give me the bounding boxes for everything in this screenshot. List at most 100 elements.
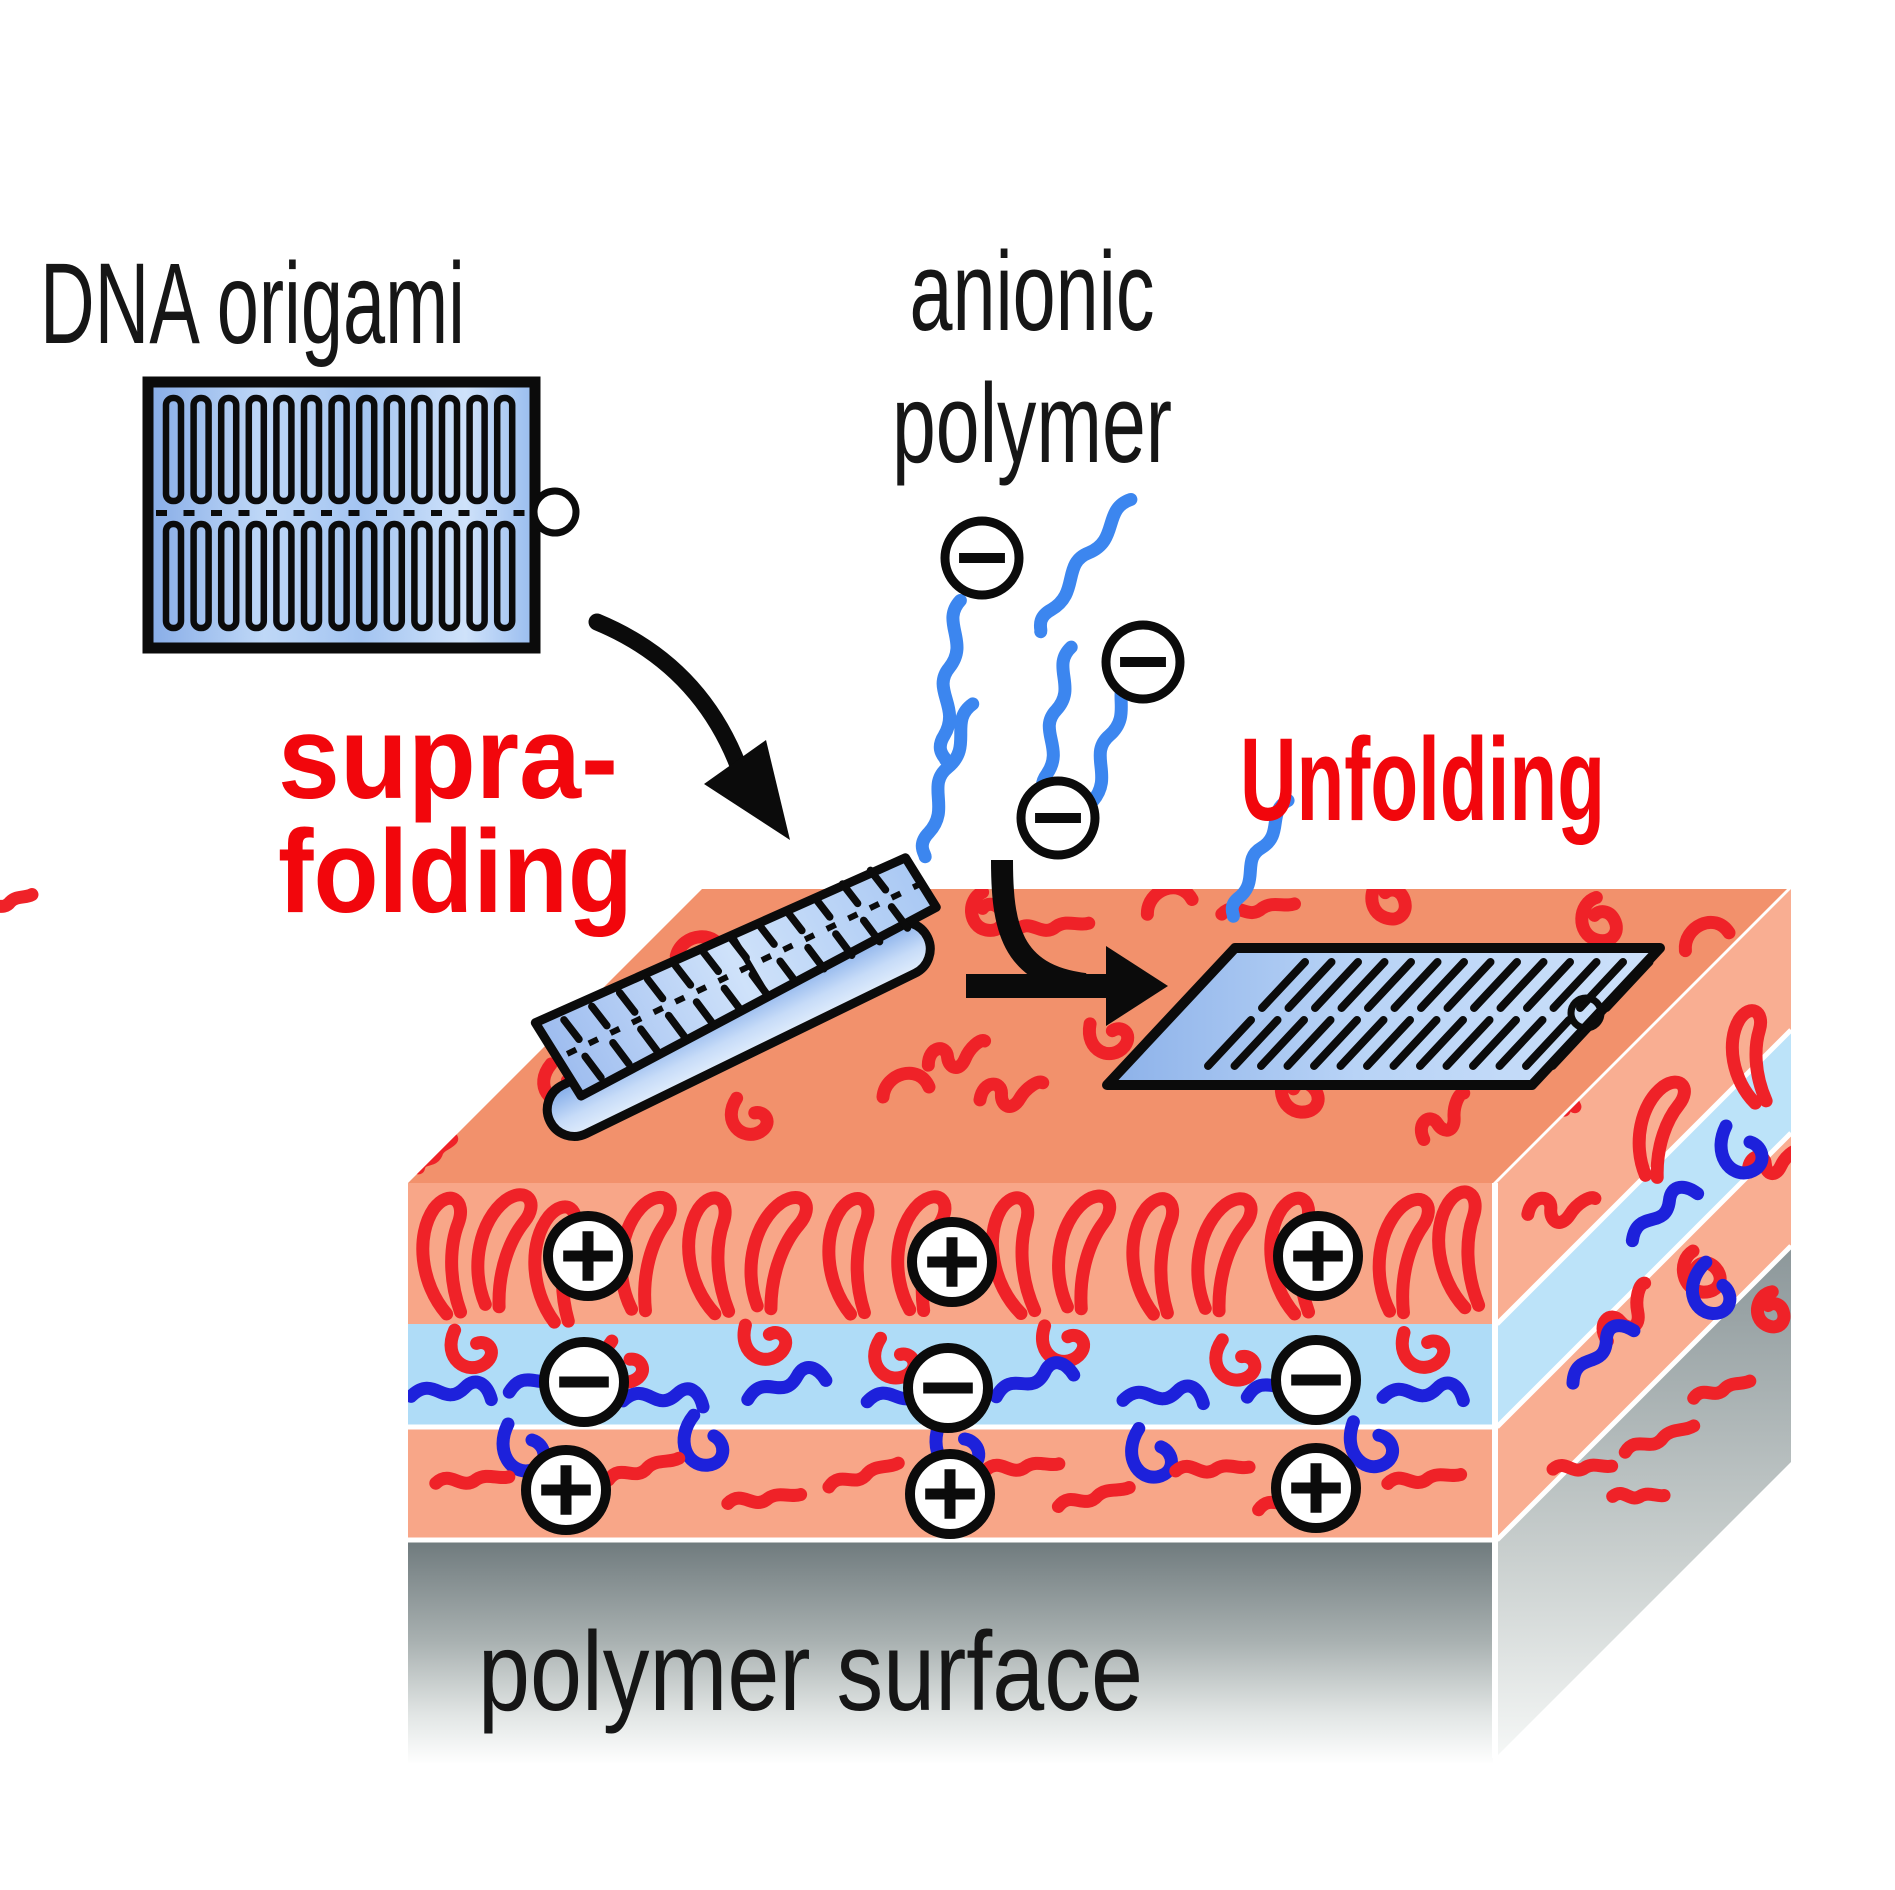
helix-hatch-line	[1602, 958, 1654, 1012]
red-polymer-squiggle	[444, 1323, 498, 1375]
folded-origami-seam	[565, 882, 920, 1057]
folded-helix-slot	[609, 1038, 633, 1068]
folded-helix-slot	[776, 957, 800, 987]
red-polymer-squiggle	[822, 1192, 875, 1321]
red-polymer-squiggle	[737, 1318, 793, 1366]
helix-hatch-line	[1442, 1016, 1494, 1070]
red-polymer-squiggle	[602, 1451, 686, 1487]
helix-slot	[383, 394, 406, 505]
folded-helix-slot	[859, 916, 884, 946]
red-polymer-squiggle	[1606, 1487, 1671, 1505]
free-anion-symbols	[940, 516, 1185, 860]
helix-hatch-line	[1363, 1016, 1414, 1070]
red-polymer-squiggle	[1546, 1458, 1619, 1477]
red-polymer-squiggle	[1632, 1075, 1691, 1184]
helix-slot	[438, 394, 461, 505]
red-polymer-squiggle	[1618, 1419, 1701, 1459]
red-polymer-squiggle	[1191, 1192, 1258, 1318]
anionic-polymer-label-line2: polymer	[892, 361, 1172, 486]
helix-hatch-line	[1258, 958, 1309, 1012]
red-polymer-squiggle	[1126, 1192, 1180, 1321]
red-polymer-squiggle	[1052, 1189, 1117, 1316]
red-polymer-squiggle	[1036, 1319, 1091, 1368]
folded-helix-slot	[783, 907, 806, 935]
helix-slot	[355, 394, 378, 505]
folded-helix-slot	[720, 984, 745, 1014]
folded-helix-slot	[643, 975, 667, 1003]
helix-slot	[245, 394, 268, 505]
red-polymer-squiggle	[1365, 889, 1412, 926]
folded-helix-slot	[748, 971, 772, 1000]
side-gap-line	[1495, 1244, 1793, 1542]
folded-helix-slot	[671, 961, 695, 989]
helix-slot	[328, 520, 350, 632]
helix-slot	[273, 520, 295, 632]
helix-slot	[273, 394, 295, 505]
red-polymer-squiggle	[1395, 1326, 1451, 1374]
blue-polymer-squiggle	[1625, 1180, 1705, 1248]
red-polymer-squiggle	[482, 988, 539, 1031]
helix-hatch-line	[1443, 958, 1495, 1012]
negative-charge-icon	[1271, 1335, 1361, 1425]
blue-polymer-squiggle	[408, 1375, 498, 1407]
suprafolding-arrow-shaft	[588, 613, 754, 794]
dna-origami-label: DNA origami	[40, 240, 465, 368]
folded-helix-slot	[866, 866, 890, 894]
helix-slot	[411, 520, 433, 632]
helix-slot	[300, 394, 323, 505]
folded-origami-flap	[530, 853, 941, 1101]
helix-hatch-line	[1470, 958, 1521, 1012]
red-polymer-squiggle	[471, 1188, 538, 1314]
blue-polymer-squiggle	[741, 1361, 833, 1406]
unfolded-origami-helix-hatch	[1204, 958, 1654, 1070]
red-polymer-squiggle	[1521, 1191, 1602, 1229]
negative-charge-icon	[1016, 776, 1100, 860]
positive-charge-icon	[521, 1445, 611, 1535]
flat-dna-origami	[142, 376, 580, 654]
helix-hatch-line	[1284, 958, 1336, 1012]
red-polymer-squiggle	[416, 1191, 468, 1321]
anionic-polymer-strand	[933, 593, 967, 767]
helix-slot	[190, 520, 212, 632]
suprafolding-arrow-head	[704, 740, 790, 840]
unfolding-arrow-head	[1106, 946, 1168, 1026]
anionic-polymer-strand	[1033, 492, 1138, 639]
anionic-polymer-strand	[1225, 793, 1295, 923]
red-polymer-squiggle	[1575, 890, 1623, 948]
folded-dna-origami	[530, 853, 941, 1141]
red-polymer-squiggle	[1140, 889, 1199, 921]
helix-slot	[328, 394, 350, 505]
folded-helix-slot	[887, 903, 912, 932]
helix-slot	[217, 520, 240, 632]
unfolding-arrow	[966, 859, 1168, 1026]
red-polymer-squiggle	[1209, 1333, 1262, 1387]
helix-slot	[493, 520, 516, 632]
helix-hatch-line	[1522, 1016, 1573, 1070]
folded-helix-slot	[832, 930, 856, 959]
helix-slot	[245, 520, 268, 632]
helix-hatch-line	[1204, 1016, 1255, 1070]
negative-charge-icon	[1101, 620, 1185, 704]
helix-slot	[411, 394, 433, 505]
helix-slot	[493, 394, 516, 505]
unfolding-label: Unfolding	[1240, 714, 1605, 846]
red-polymer-squiggle	[822, 1456, 905, 1494]
red-polymer-squiggle	[979, 1456, 1066, 1477]
helix-hatch-line	[1496, 958, 1548, 1012]
positive-charge-icon	[907, 1217, 997, 1307]
folded-helix-slot	[755, 921, 778, 948]
red-polymer-squiggle	[744, 1191, 813, 1316]
helix-slot	[300, 520, 323, 632]
supra-folding-label-line2: folding	[278, 806, 633, 938]
negative-charge-icon	[903, 1343, 993, 1433]
folded-helix-slot	[581, 1052, 605, 1082]
helix-slot	[438, 520, 461, 632]
anionic-polymer-label-line1: anionic	[910, 229, 1155, 354]
anionic-polymer-strand	[1035, 640, 1078, 804]
red-polymer-squiggle	[1432, 1185, 1486, 1315]
helix-hatch-line	[1230, 1016, 1282, 1070]
surface-charge-symbols	[521, 1211, 1363, 1539]
red-polymer-squiggle	[1678, 915, 1736, 958]
suprafolding-arrow	[588, 613, 790, 840]
